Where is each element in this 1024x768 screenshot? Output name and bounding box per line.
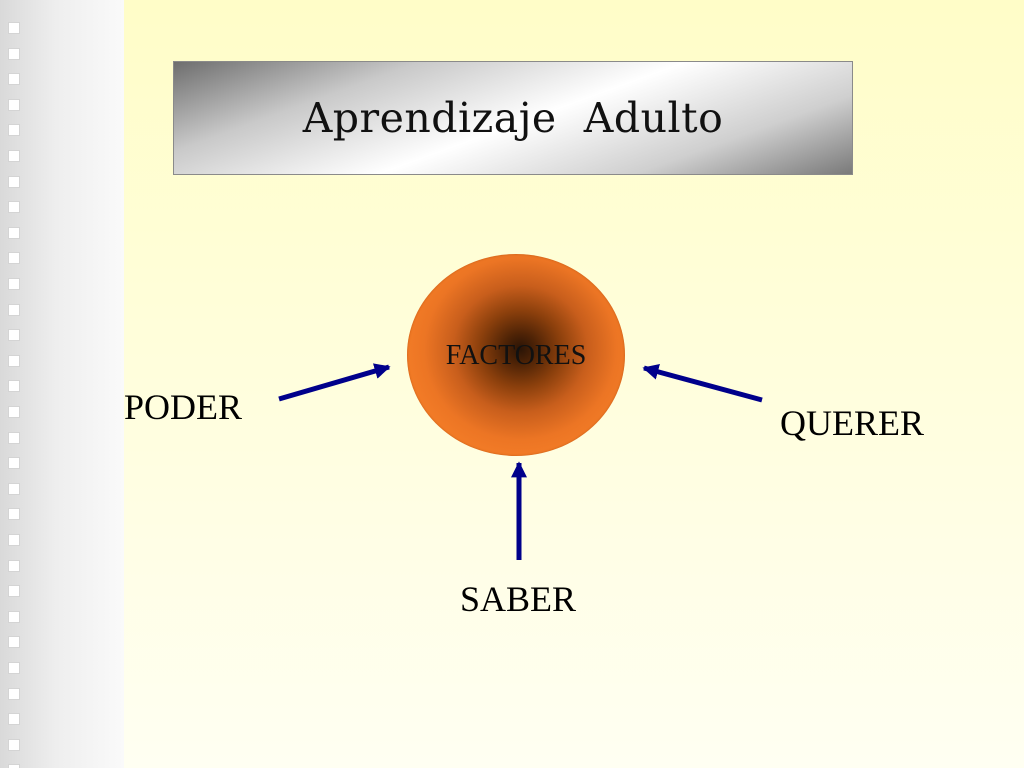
factores-label: FACTORES xyxy=(445,340,587,371)
film-hole-27 xyxy=(8,713,20,725)
film-hole-15 xyxy=(8,406,20,418)
film-hole-28 xyxy=(8,739,20,751)
film-hole-8 xyxy=(8,227,20,239)
saber-label: SABER xyxy=(460,579,577,619)
film-hole-24 xyxy=(8,636,20,648)
film-hole-10 xyxy=(8,278,20,290)
film-hole-1 xyxy=(8,48,20,60)
film-hole-22 xyxy=(8,585,20,597)
film-hole-3 xyxy=(8,99,20,111)
querer-label: QUERER xyxy=(780,403,924,443)
title-banner: Aprendizaje Adulto xyxy=(173,61,853,175)
film-hole-17 xyxy=(8,457,20,469)
film-hole-25 xyxy=(8,662,20,674)
film-hole-26 xyxy=(8,688,20,700)
slide-title: Aprendizaje Adulto xyxy=(302,94,724,142)
poder-label: PODER xyxy=(124,387,243,427)
film-hole-16 xyxy=(8,432,20,444)
film-hole-11 xyxy=(8,304,20,316)
arrow-querer xyxy=(642,364,763,403)
arrow-poder xyxy=(278,363,391,402)
film-hole-13 xyxy=(8,355,20,367)
film-hole-21 xyxy=(8,560,20,572)
film-hole-2 xyxy=(8,73,20,85)
film-strip-decoration xyxy=(0,0,124,768)
film-hole-9 xyxy=(8,252,20,264)
film-hole-14 xyxy=(8,380,20,392)
film-hole-0 xyxy=(8,22,20,34)
film-hole-5 xyxy=(8,150,20,162)
film-hole-4 xyxy=(8,124,20,136)
factores-circle xyxy=(407,254,625,456)
film-hole-20 xyxy=(8,534,20,546)
film-hole-29 xyxy=(8,764,20,768)
film-hole-19 xyxy=(8,508,20,520)
film-hole-23 xyxy=(8,611,20,623)
film-hole-12 xyxy=(8,329,20,341)
film-hole-6 xyxy=(8,176,20,188)
film-hole-18 xyxy=(8,483,20,495)
film-hole-7 xyxy=(8,201,20,213)
